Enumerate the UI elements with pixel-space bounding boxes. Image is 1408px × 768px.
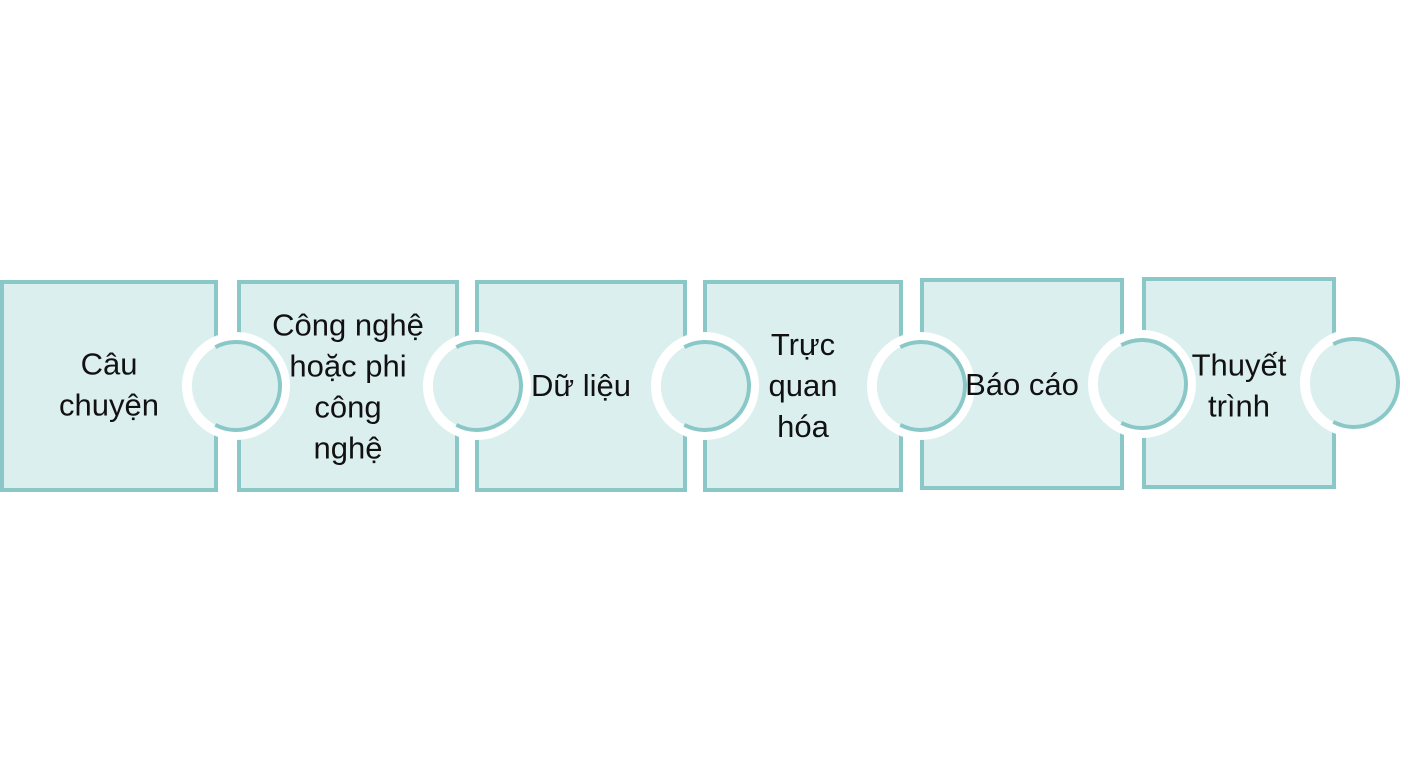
puzzle-piece-label-line: công: [314, 390, 381, 425]
puzzle-knob-outline-2: [455, 340, 523, 432]
puzzle-piece-label-line: hóa: [777, 409, 829, 444]
puzzle-piece-label-line: Thuyết: [1192, 348, 1287, 383]
puzzle-knob-gap-5: [1088, 330, 1196, 438]
puzzle-knob-5: [1098, 340, 1186, 428]
puzzle-knob-gap-4: [867, 332, 975, 440]
puzzle-piece-label-3: Dữ liệu: [531, 368, 631, 403]
puzzle-piece-label-line: quan: [769, 368, 838, 403]
puzzle-piece-label-6: Thuyết trình: [1192, 348, 1287, 424]
puzzle-piece-label-line: Công nghệ: [272, 308, 424, 343]
puzzle-piece-label-5: Báo cáo: [965, 367, 1079, 402]
puzzle-knob-4: [877, 342, 965, 430]
puzzle-piece-label-line: chuyện: [59, 388, 159, 423]
puzzle-knob-gap-1: [182, 332, 290, 440]
puzzle-knob-6: [1310, 339, 1398, 427]
puzzle-piece-label-line: Dữ liệu: [531, 368, 631, 403]
puzzle-knob-3: [661, 342, 749, 430]
puzzle-piece-label-2: Công nghệ hoặc phi công nghệ: [272, 308, 424, 466]
puzzle-knob-1: [192, 342, 280, 430]
puzzle-piece-1: [0, 280, 218, 492]
puzzle-piece-label-line: trình: [1208, 389, 1270, 424]
puzzle-knob-outline-6: [1332, 337, 1400, 429]
puzzle-knob-gap-3: [651, 332, 759, 440]
puzzle-piece-label-4: Trực quan hóa: [769, 327, 838, 444]
puzzle-piece-label-1: Câu chuyện: [59, 347, 159, 423]
puzzle-piece-label-line: nghệ: [314, 431, 383, 466]
puzzle-knob-outline-4: [899, 340, 967, 432]
puzzle-piece-label-line: Câu: [81, 347, 138, 382]
puzzle-piece-label-line: Trực: [771, 327, 835, 362]
puzzle-knob-outline-1: [214, 340, 282, 432]
puzzle-knob-outline-5: [1120, 338, 1188, 430]
puzzle-knob-outline-3: [683, 340, 751, 432]
puzzle-knob-gap-2: [423, 332, 531, 440]
puzzle-piece-label-line: hoặc phi: [289, 349, 406, 384]
puzzle-piece-label-line: Báo cáo: [965, 367, 1079, 402]
puzzle-knob-gap-6: [1300, 329, 1408, 437]
puzzle-knob-2: [433, 342, 521, 430]
